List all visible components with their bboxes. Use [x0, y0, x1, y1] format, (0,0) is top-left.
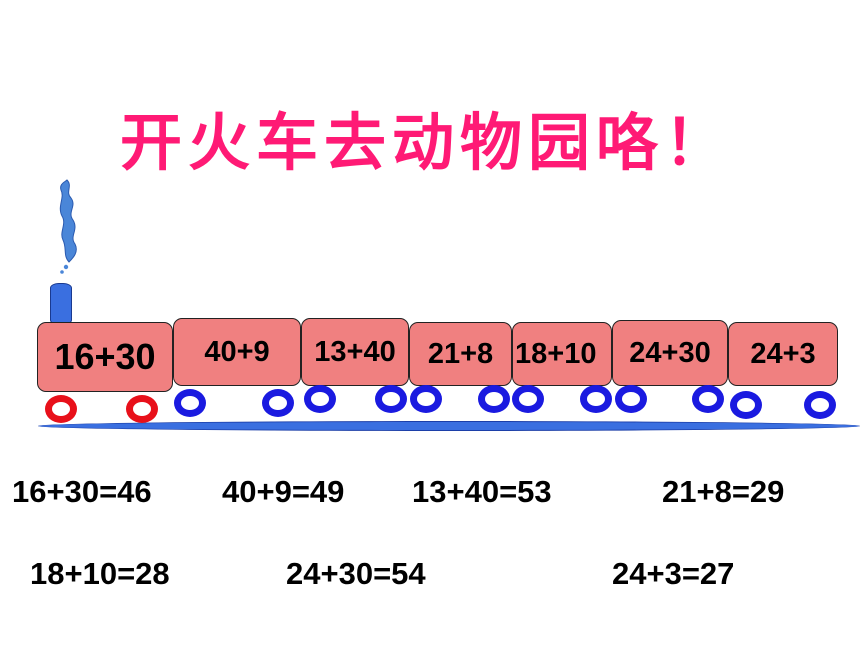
train-car: 24+3	[728, 322, 838, 386]
wheel-icon	[174, 389, 206, 417]
train-car: 18+10	[512, 322, 612, 386]
wheel-icon	[580, 385, 612, 413]
wheel-icon	[126, 395, 158, 423]
answer-equation: 24+30=54	[286, 556, 426, 591]
wheel-icon	[410, 385, 442, 413]
wheel-icon	[615, 385, 647, 413]
train-engine: 16+30	[37, 322, 173, 392]
wheel-icon	[262, 389, 294, 417]
page-title: 开火车去动物园咯！	[120, 106, 733, 179]
answer-equation: 24+3=27	[612, 556, 735, 591]
rail-track	[38, 421, 860, 431]
train-car: 21+8	[409, 322, 512, 386]
wheel-icon	[512, 385, 544, 413]
answer-equation: 40+9=49	[222, 474, 345, 509]
wheel-icon	[730, 391, 762, 419]
wheel-icon	[804, 391, 836, 419]
answer-equation: 13+40=53	[412, 474, 552, 509]
chimney	[50, 283, 72, 325]
smoke-icon	[59, 179, 77, 274]
train-car: 40+9	[173, 318, 301, 386]
answer-equation: 21+8=29	[662, 474, 785, 509]
wheel-icon	[45, 395, 77, 423]
wheel-icon	[478, 385, 510, 413]
wheel-icon	[692, 385, 724, 413]
train-car: 13+40	[301, 318, 409, 386]
answer-equation: 16+30=46	[12, 474, 152, 509]
wheel-icon	[375, 385, 407, 413]
answer-equation: 18+10=28	[30, 556, 170, 591]
wheel-icon	[304, 385, 336, 413]
train-car: 24+30	[612, 320, 728, 386]
